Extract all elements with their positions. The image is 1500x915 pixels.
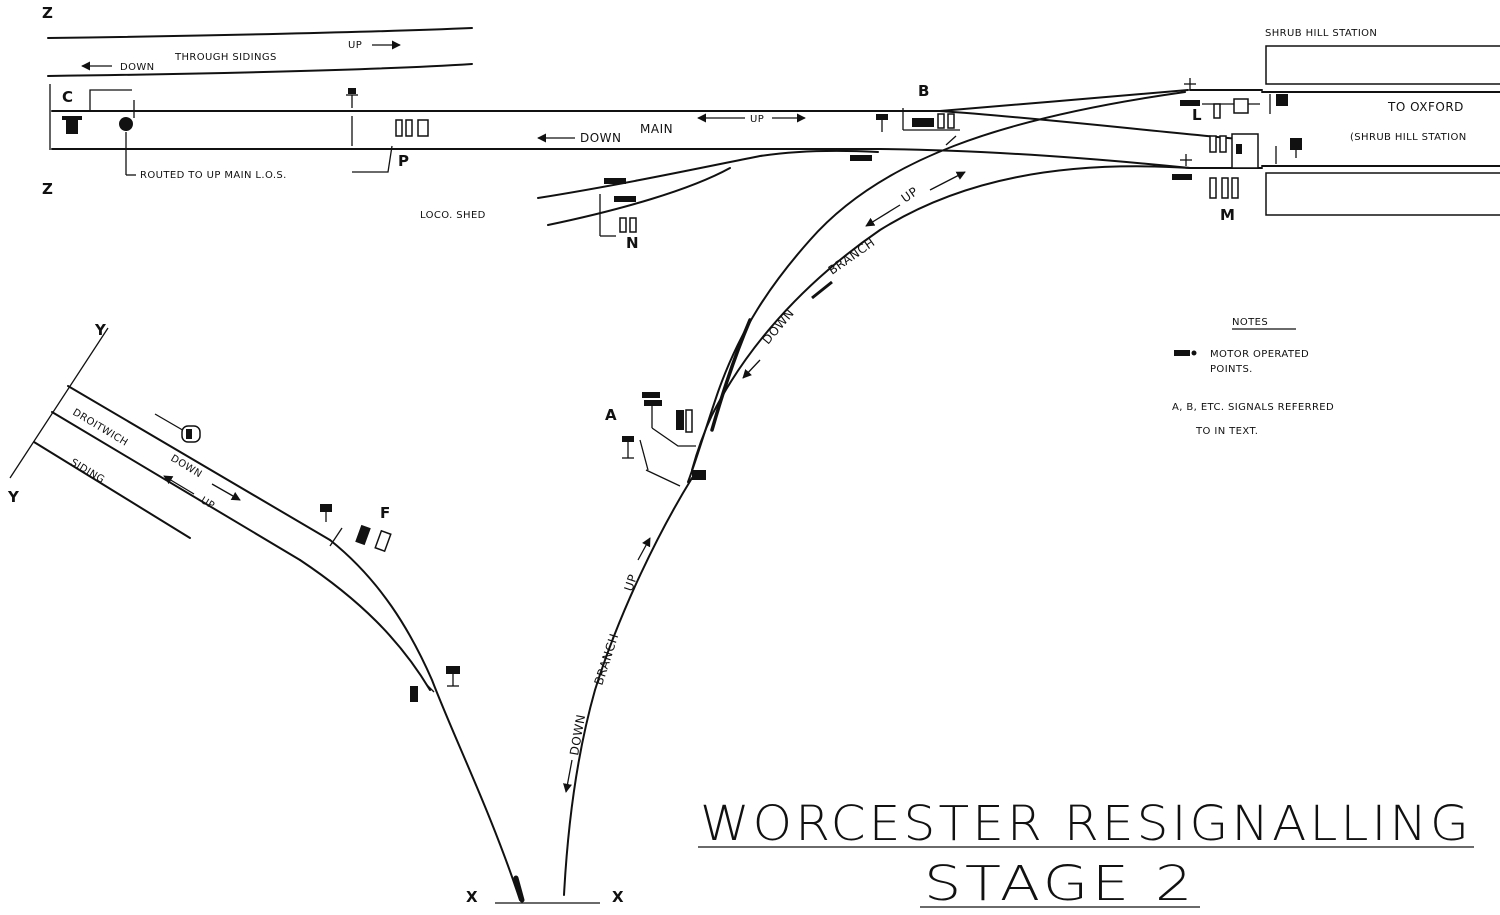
main-down-label: DOWN <box>580 131 622 145</box>
signal-c-label: C <box>62 88 73 106</box>
signal-p-label: P <box>398 152 409 170</box>
main-up-label: UP <box>750 114 764 125</box>
notes-signals-line1: A, B, ETC. SIGNALS REFERRED <box>1172 402 1334 413</box>
branch-down-lower-label: DOWN <box>567 713 588 756</box>
through-sidings-label: THROUGH SIDINGS <box>174 52 277 63</box>
loco-shed-label: LOCO. SHED <box>420 210 486 221</box>
signal-l-label: L <box>1192 106 1202 124</box>
motor-points-icon <box>614 196 636 202</box>
signal-f: F <box>320 504 460 702</box>
branch-lower-label: BRANCH <box>592 632 622 687</box>
signal-p: P <box>352 119 429 173</box>
notes: NOTES MOTOR OPERATED POINTS. A, B, ETC. … <box>1172 317 1334 437</box>
signal-m: M <box>1172 133 1302 224</box>
main-lines: DOWN MAIN UP <box>49 84 1500 169</box>
branch-up-upper-label: UP <box>899 184 921 205</box>
notes-motor-line1: MOTOR OPERATED <box>1210 349 1309 360</box>
shrub-hill-station: SHRUB HILL STATION TO OXFORD (SHRUB HILL… <box>1265 28 1500 216</box>
loco-shed-sidings: LOCO. SHED N <box>420 149 879 252</box>
motor-points-icon <box>1172 174 1192 180</box>
signal-c: C ROUTED TO UP MAIN L.O.S. <box>62 88 287 181</box>
signal-f-label: F <box>380 504 390 522</box>
motor-points-icon <box>692 470 706 480</box>
branch-down-upper-label: DOWN <box>760 306 797 347</box>
signal-a-label: A <box>605 406 617 424</box>
sidings-down-label: DOWN <box>120 62 155 73</box>
motor-points-icon <box>410 686 418 702</box>
notes-signals-line2: TO IN TEXT. <box>1195 426 1258 437</box>
signal-l: L <box>1180 78 1288 124</box>
notes-motor-line2: POINTS. <box>1210 364 1253 375</box>
motor-points-icon <box>850 155 872 161</box>
through-sidings: DOWN THROUGH SIDINGS UP <box>47 27 473 77</box>
signal-b-label: B <box>918 82 929 100</box>
y-marker-top: Y <box>94 321 107 339</box>
motor-points-icon <box>1180 100 1200 106</box>
routed-label: ROUTED TO UP MAIN L.O.S. <box>140 170 287 181</box>
z-marker-top: Z <box>42 4 53 22</box>
x-marker-right: X <box>612 888 624 906</box>
notes-heading: NOTES <box>1232 317 1268 328</box>
to-oxford-label: TO OXFORD <box>1387 100 1464 114</box>
y-marker-bottom: Y <box>7 488 20 506</box>
branch-lines-lower: UP BRANCH DOWN <box>563 477 693 896</box>
sidings-up-label: UP <box>348 40 362 51</box>
branch-upper-label: BRANCH <box>826 235 878 277</box>
title-line2: STAGE 2 <box>924 856 1196 912</box>
title-block: WORCESTER RESIGNALLING STAGE 2 <box>698 796 1474 912</box>
shrub-hill-station-label: SHRUB HILL STATION <box>1265 28 1377 39</box>
x-marker-left: X <box>466 888 478 906</box>
siding-label: SIDING <box>68 457 106 486</box>
droitwich-down-label: DOWN <box>168 453 203 480</box>
title-line1: WORCESTER RESIGNALLING <box>700 796 1472 852</box>
main-label: MAIN <box>640 122 673 136</box>
z-marker-bottom: Z <box>42 180 53 198</box>
branch-up-lower-label: UP <box>622 572 641 593</box>
signal-m-label: M <box>1220 206 1235 224</box>
motor-points-icon <box>1174 350 1190 356</box>
motor-points-icon <box>604 178 626 184</box>
shunt-signal-top <box>346 88 358 146</box>
shrub-hill-paren-label: (SHRUB HILL STATION <box>1350 132 1467 143</box>
signal-n-label: N <box>626 234 639 252</box>
signal-b: B <box>850 82 960 161</box>
droitwich-lines: Y Y DROITWICH DOWN UP SIDING <box>7 321 600 904</box>
signal-a: A <box>605 392 706 487</box>
